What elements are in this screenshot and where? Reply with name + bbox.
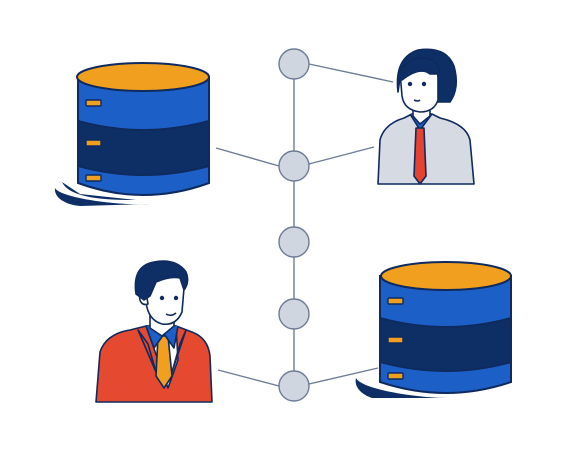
- database-slot: [387, 372, 404, 380]
- database-slot: [85, 174, 102, 182]
- database-icon-bottom-right: [355, 261, 512, 398]
- man-eye: [173, 295, 179, 301]
- man-hair: [134, 260, 189, 301]
- man-mouth: [165, 312, 177, 317]
- woman-tie: [413, 127, 427, 185]
- database-shadow: [62, 182, 136, 200]
- man-avatar-icon: [95, 260, 213, 403]
- man-lapel: [171, 329, 187, 373]
- connector-lines: [215, 63, 394, 387]
- network-node-icon: [278, 298, 310, 330]
- database-body-top: [77, 77, 210, 131]
- database-lid: [380, 261, 512, 291]
- database-slot: [85, 99, 102, 107]
- database-body-middle: [77, 120, 210, 176]
- connector-line: [308, 146, 375, 165]
- woman-eye: [421, 81, 427, 87]
- network-node-icon: [278, 370, 310, 402]
- database-icon-top-left: [54, 62, 210, 206]
- woman-avatar-icon: [377, 48, 475, 185]
- network-node-icon: [278, 48, 310, 80]
- database-shadow: [54, 188, 150, 206]
- connector-line: [217, 369, 280, 387]
- database-lid: [76, 62, 210, 92]
- connector-line: [308, 367, 379, 385]
- connector-line: [308, 63, 394, 83]
- connector-line: [215, 147, 280, 167]
- man-lapel: [137, 329, 157, 373]
- network-nodes: [278, 48, 310, 402]
- network-node-icon: [278, 150, 310, 182]
- man-eye: [159, 295, 165, 301]
- woman-mouth: [413, 99, 421, 102]
- database-slot: [387, 297, 404, 305]
- network-node-icon: [278, 226, 310, 258]
- database-body-middle: [379, 317, 512, 372]
- database-shadow: [355, 378, 446, 398]
- woman-bangs: [397, 57, 441, 81]
- database-slot: [85, 139, 102, 147]
- woman-eye: [407, 81, 413, 87]
- database-slot: [387, 336, 404, 344]
